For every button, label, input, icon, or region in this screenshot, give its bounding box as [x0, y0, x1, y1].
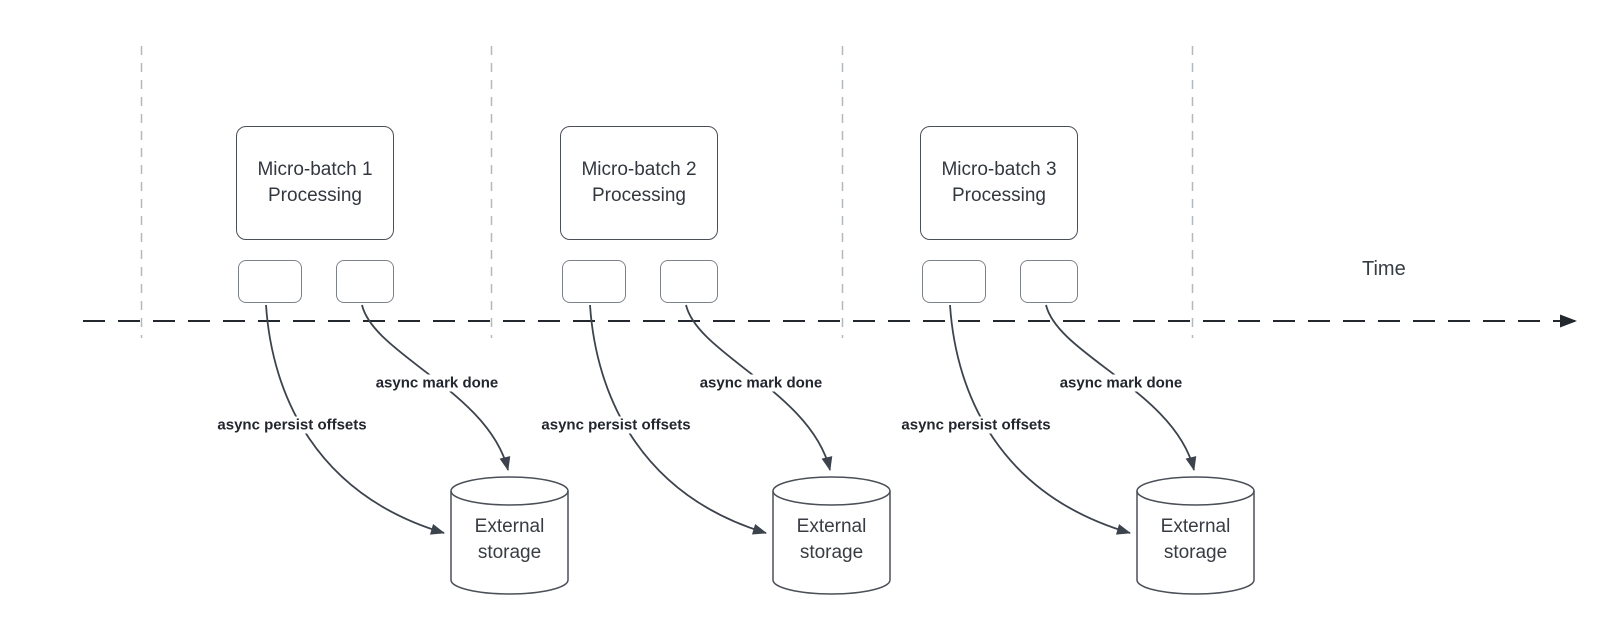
micro-batch-1-title-line2: Processing: [268, 185, 362, 206]
batch-3-done-slot: [1020, 260, 1078, 303]
storage-label-1-line2: storage: [477, 542, 542, 563]
persist-offsets-arrow-1: [265, 304, 445, 535]
micro-batch-2-title-line1: Micro-batch 2: [581, 159, 697, 180]
storage-label-2: External storage: [773, 514, 890, 566]
persist-offsets-label-3: async persist offsets: [898, 416, 1054, 434]
storage-label-1: External storage: [451, 514, 568, 566]
micro-batch-3-box: Micro-batch 3 Processing: [920, 126, 1078, 240]
storage-label-3-line2: storage: [1163, 542, 1228, 563]
storage-label-2-line1: External: [796, 516, 867, 537]
micro-batch-1-box: Micro-batch 1 Processing: [236, 126, 394, 240]
time-axis-label: Time: [1362, 258, 1406, 280]
storage-label-3: External storage: [1137, 514, 1254, 566]
storage-cylinder-3: [1136, 476, 1255, 595]
micro-batch-2-title-line2: Processing: [592, 185, 686, 206]
micro-batch-3-title-line1: Micro-batch 3: [941, 159, 1057, 180]
mark-done-label-1: async mark done: [372, 374, 502, 392]
persist-offsets-arrow-3: [949, 304, 1131, 535]
persist-offsets-label-2: async persist offsets: [538, 416, 694, 434]
batch-2-offset-slot: [562, 260, 626, 303]
batch-1-offset-slot: [238, 260, 302, 303]
persist-offsets-arrow-2: [589, 304, 767, 535]
micro-batch-2-box: Micro-batch 2 Processing: [560, 126, 718, 240]
storage-cylinder-1: [450, 476, 569, 595]
mark-done-label-2: async mark done: [696, 374, 826, 392]
storage-label-3-line1: External: [1160, 516, 1231, 537]
micro-batch-1-title-line1: Micro-batch 1: [257, 159, 373, 180]
mark-done-label-3: async mark done: [1056, 374, 1186, 392]
batch-3-offset-slot: [922, 260, 986, 303]
micro-batch-3-title-line2: Processing: [952, 185, 1046, 206]
batch-2-done-slot: [660, 260, 718, 303]
storage-label-2-line2: storage: [799, 542, 864, 563]
storage-label-1-line1: External: [474, 516, 545, 537]
batch-1-done-slot: [336, 260, 394, 303]
persist-offsets-label-1: async persist offsets: [214, 416, 370, 434]
storage-cylinder-2: [772, 476, 891, 595]
